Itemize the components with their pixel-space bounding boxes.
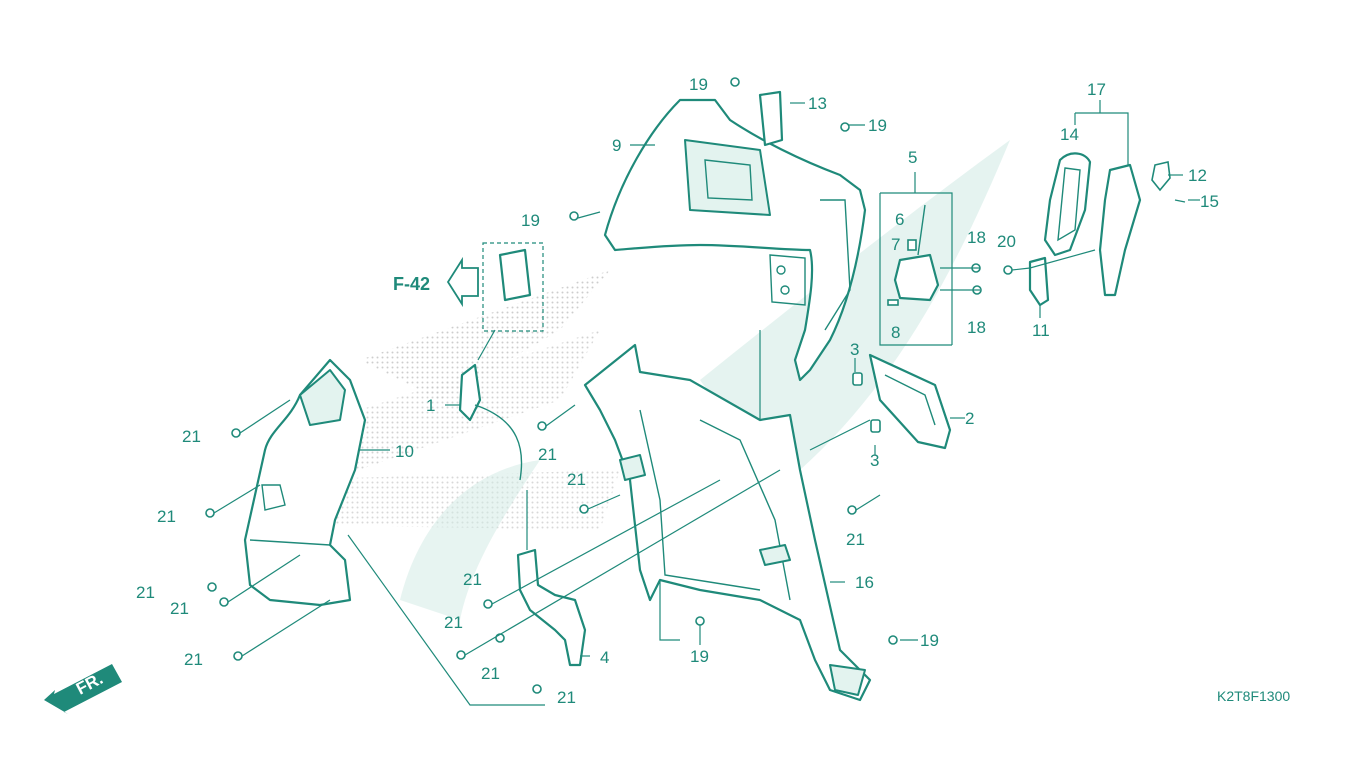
callout-21-b: 21 — [157, 507, 176, 526]
reference-arrow-icon — [446, 256, 479, 308]
callout-14: 14 — [1060, 125, 1079, 144]
callout-12: 12 — [1188, 166, 1207, 185]
trim-panel — [868, 353, 952, 450]
callout-16: 16 — [855, 573, 874, 592]
callout-19-d: 19 — [690, 647, 709, 666]
callout-15: 15 — [1200, 192, 1219, 211]
callout-7: 7 — [891, 235, 900, 254]
small-parts — [758, 90, 1186, 433]
callout-17: 17 — [1087, 80, 1106, 99]
callout-21-e: 21 — [184, 650, 203, 669]
reference-callout: F-42 — [393, 256, 479, 308]
callout-3: 3 — [850, 340, 859, 359]
callout-19-e: 19 — [920, 631, 939, 650]
callout-21-a: 21 — [182, 427, 201, 446]
lock-assembly — [887, 204, 940, 306]
callout-19-b: 19 — [868, 116, 887, 135]
callout-18-b: 18 — [967, 318, 986, 337]
callout-1: 1 — [426, 396, 435, 415]
callout-9: 9 — [612, 136, 621, 155]
inner-cover-main — [583, 343, 872, 702]
pocket-lid — [1043, 152, 1142, 297]
callout-13: 13 — [808, 94, 827, 113]
diagram-code: K2T8F1300 — [1217, 688, 1290, 704]
callout-6: 6 — [895, 210, 904, 229]
callout-21-d: 21 — [170, 599, 189, 618]
reference-part — [482, 242, 544, 332]
forward-indicator: FR. — [44, 664, 122, 714]
callout-21-f: 21 — [538, 445, 557, 464]
callout-2: 2 — [965, 409, 974, 428]
callout-8: 8 — [891, 323, 900, 342]
callout-21-j: 21 — [444, 613, 463, 632]
fasteners — [205, 77, 1013, 694]
cable — [458, 363, 523, 481]
callout-11: 11 — [1032, 321, 1050, 340]
callout-21-c: 21 — [136, 583, 155, 602]
callout-21-k: 21 — [481, 664, 500, 683]
callout-21-i: 21 — [463, 570, 482, 589]
callout-19-c: 19 — [521, 211, 540, 230]
leader-lines — [213, 100, 1200, 706]
callout-labels: 1 2 3 3 4 5 6 7 8 9 10 11 12 13 14 15 16… — [136, 75, 1219, 707]
bracket — [516, 548, 587, 667]
callout-20: 20 — [997, 232, 1016, 251]
callout-4: 4 — [600, 648, 609, 667]
callout-18: 18 — [967, 228, 986, 247]
callout-19-a: 19 — [689, 75, 708, 94]
callout-10: 10 — [395, 442, 414, 461]
inner-cover-upper — [603, 98, 867, 382]
forward-arrow-icon — [44, 664, 122, 714]
callout-21-h: 21 — [846, 530, 865, 549]
side-panel — [243, 358, 367, 607]
callout-3-b: 3 — [870, 451, 879, 470]
reference-label: F-42 — [393, 274, 430, 294]
callout-21-g: 21 — [567, 470, 586, 489]
callout-5: 5 — [908, 148, 917, 167]
callout-21-l: 21 — [557, 688, 576, 707]
